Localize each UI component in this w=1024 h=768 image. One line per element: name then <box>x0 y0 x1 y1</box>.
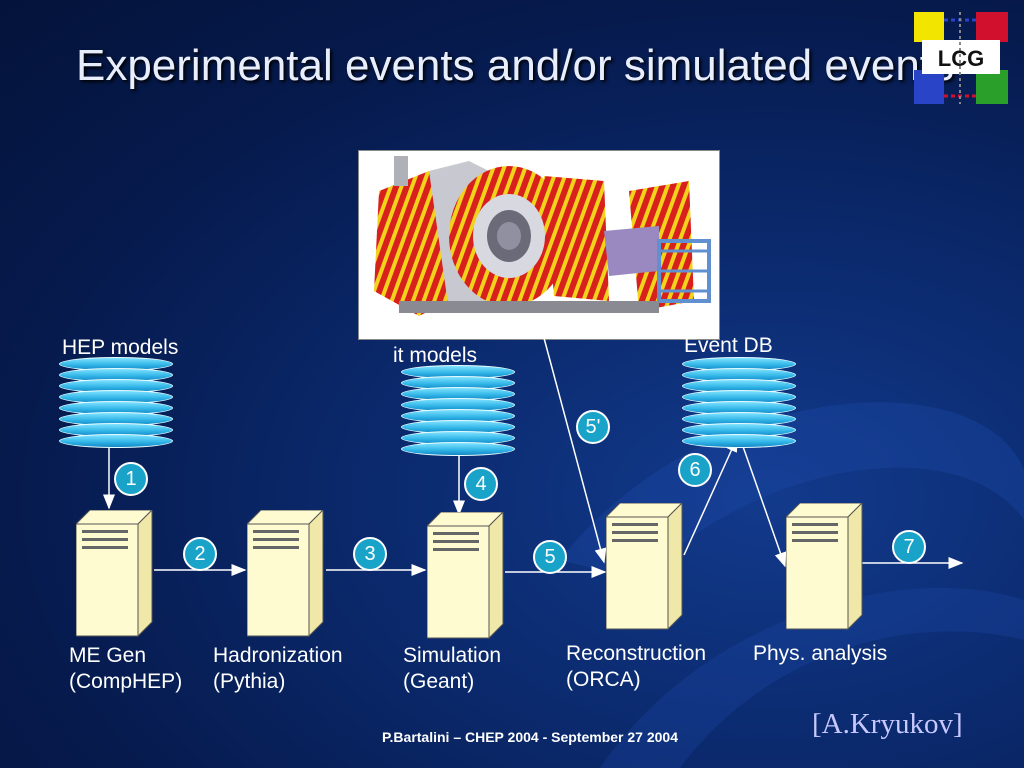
logo-text: LCG <box>938 46 984 71</box>
stage-label-line1: Reconstruction <box>566 642 707 665</box>
step-2: 2 <box>183 537 217 571</box>
stage-label-line2: (ORCA) <box>566 668 641 691</box>
lcg-logo: LCG <box>914 12 1008 104</box>
stage-label-line2: (Pythia) <box>213 670 286 693</box>
hep-models-database <box>59 357 173 448</box>
stage-phys-analysis-label: Phys. analysis <box>753 641 887 667</box>
step-6: 6 <box>678 453 712 487</box>
step-3: 3 <box>353 537 387 571</box>
it-models-database <box>401 365 515 456</box>
stage-simulation-label: Simulation (Geant) <box>403 643 501 695</box>
stage-hadronization-label: Hadronization (Pythia) <box>213 643 343 695</box>
step-1: 1 <box>114 462 148 496</box>
event-db-label: Event DB <box>684 334 773 357</box>
event-database <box>682 357 796 448</box>
step-5-prime: 5' <box>576 410 610 444</box>
stage-label-line2: (Geant) <box>403 670 475 693</box>
server-simulation <box>427 512 504 640</box>
stage-label-line1: Phys. analysis <box>753 642 888 665</box>
slide-title: Experimental events and/or simulated eve… <box>75 41 955 90</box>
hep-models-label: HEP models <box>62 336 179 359</box>
server-reconstruction <box>606 503 683 631</box>
stage-me-gen-label: ME Gen (CompHEP) <box>69 643 182 695</box>
stage-reconstruction-label: Reconstruction (ORCA) <box>566 641 706 693</box>
stage-label-line1: ME Gen <box>69 644 147 667</box>
slide-footer: P.Bartalini – CHEP 2004 - September 27 2… <box>382 729 678 745</box>
stage-label-line1: Simulation <box>403 644 502 667</box>
stage-label-line2: (CompHEP) <box>69 670 183 693</box>
it-models-label: it models <box>393 344 478 367</box>
step-7: 7 <box>892 530 926 564</box>
server-me-gen <box>76 510 153 638</box>
detector-image <box>358 150 720 340</box>
server-hadronization <box>247 510 324 638</box>
step-4: 4 <box>464 467 498 501</box>
server-phys-analysis <box>786 503 863 631</box>
step-5: 5 <box>533 540 567 574</box>
stage-label-line1: Hadronization <box>213 644 343 667</box>
author-credit: [A.Kryukov] <box>812 708 963 740</box>
